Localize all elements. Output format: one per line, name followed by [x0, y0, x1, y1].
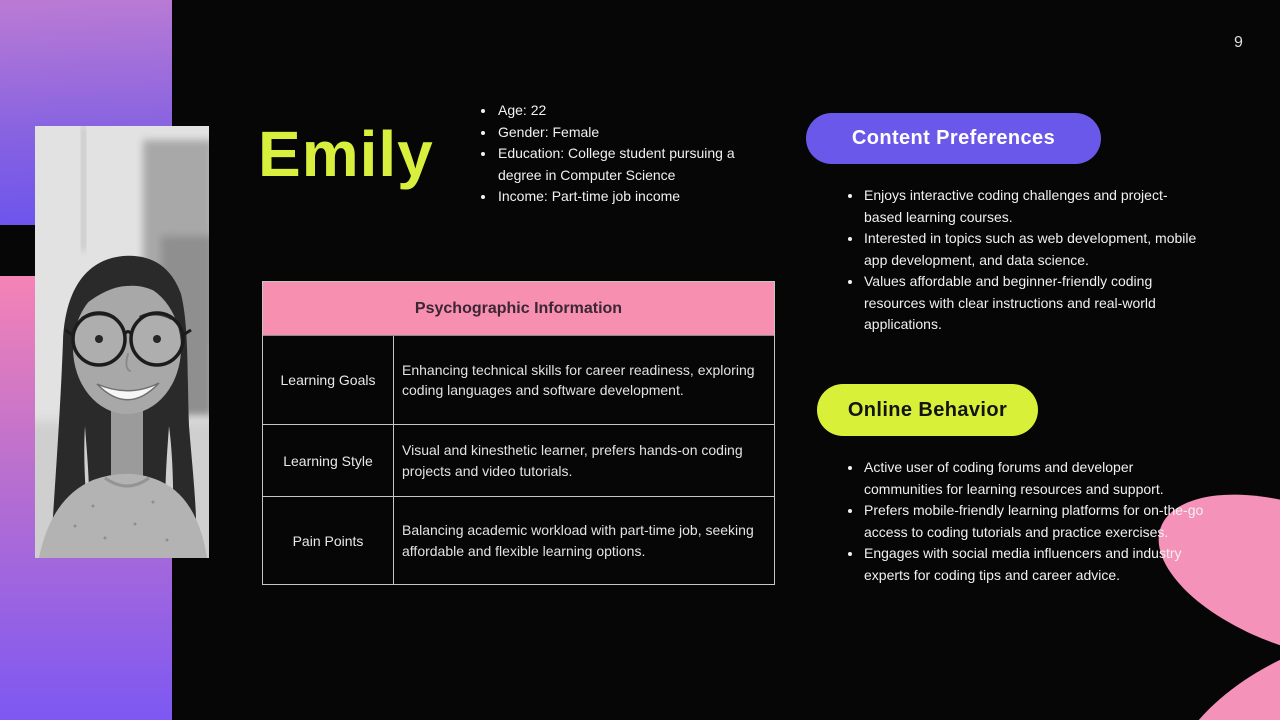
table-row: Learning Goals Enhancing technical skill…: [263, 336, 774, 424]
content-preferences-list: Enjoys interactive coding challenges and…: [846, 185, 1199, 336]
psychographic-table: Psychographic Information Learning Goals…: [262, 281, 775, 585]
table-row-label: Pain Points: [263, 497, 394, 584]
table-row: Pain Points Balancing academic workload …: [263, 496, 774, 584]
demographic-item-education: Education: College student pursuing a de…: [496, 143, 754, 186]
list-item: Values affordable and beginner-friendly …: [863, 271, 1199, 336]
table-row-label: Learning Goals: [263, 336, 394, 424]
table-row-label: Learning Style: [263, 425, 394, 496]
portrait-woman-glasses-image: [35, 126, 209, 558]
demographic-item-age: Age: 22: [496, 100, 754, 122]
demographic-item-gender: Gender: Female: [496, 122, 754, 144]
table-header: Psychographic Information: [263, 282, 774, 336]
online-behavior-badge: Online Behavior: [817, 384, 1038, 436]
table-row-value: Balancing academic workload with part-ti…: [402, 522, 754, 559]
table-row-value: Enhancing technical skills for career re…: [402, 361, 755, 399]
online-behavior-list: Active user of coding forums and develop…: [846, 457, 1205, 586]
content-preferences-badge: Content Preferences: [806, 113, 1101, 164]
list-item: Engages with social media influencers an…: [863, 543, 1205, 586]
table-row: Learning Style Visual and kinesthetic le…: [263, 424, 774, 496]
persona-photo: [35, 126, 209, 558]
demographics-list: Age: 22 Gender: Female Education: Colleg…: [480, 100, 754, 208]
page-number: 9: [1234, 34, 1243, 51]
list-item: Active user of coding forums and develop…: [863, 457, 1205, 500]
list-item: Enjoys interactive coding challenges and…: [863, 185, 1199, 228]
table-row-value: Visual and kinesthetic learner, prefers …: [402, 442, 743, 479]
list-item: Interested in topics such as web develop…: [863, 228, 1199, 271]
demographic-item-income: Income: Part-time job income: [496, 186, 754, 208]
persona-name-title: Emily: [258, 118, 434, 190]
list-item: Prefers mobile-friendly learning platfor…: [863, 500, 1205, 543]
